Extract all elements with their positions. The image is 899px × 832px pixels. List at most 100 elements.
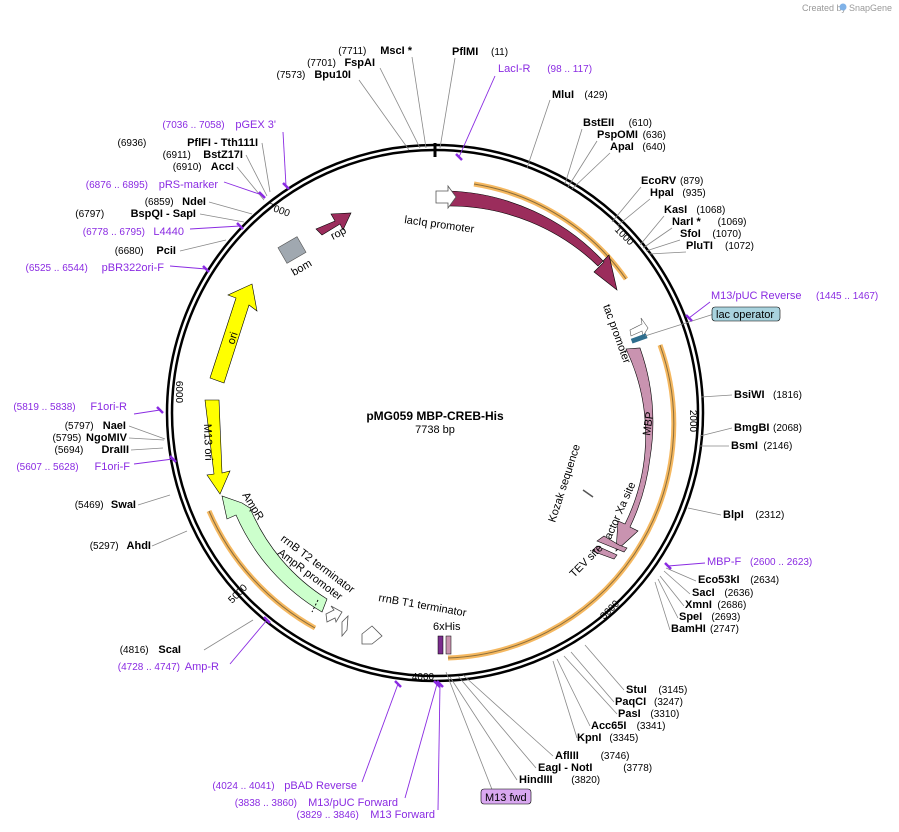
site-position: (11)	[491, 47, 508, 58]
plasmid-name: pMG059 MBP-CREB-His	[366, 409, 504, 423]
site-position: (2634)	[750, 575, 779, 586]
restriction-site[interactable]: FspAI(7701)	[307, 57, 421, 149]
site-name: AhdI	[127, 540, 151, 552]
restriction-site[interactable]: SwaI(5469)	[75, 494, 171, 511]
restriction-site[interactable]: SacI(2636)	[663, 570, 753, 599]
primer-mark	[433, 680, 441, 688]
primer-leader-line	[133, 409, 161, 415]
restriction-site[interactable]: ScaI(4816)	[120, 619, 254, 656]
restriction-site[interactable]: Bpu10I(7573)	[276, 69, 410, 151]
site-name: PflMI	[452, 46, 478, 58]
primer-site[interactable]: M13/pUC Forward(3838 .. 3860)	[235, 680, 441, 809]
restriction-site[interactable]: BmgBI(2068)	[699, 422, 802, 437]
primer-position: (98 .. 117)	[547, 64, 592, 75]
site-position: (6680)	[115, 246, 144, 257]
restriction-site[interactable]: KpnI(3345)	[552, 660, 638, 744]
tick-label: 1000	[612, 224, 636, 248]
restriction-site[interactable]: PaqCI(3247)	[570, 651, 683, 708]
restriction-site[interactable]: HindIII(3820)	[449, 676, 600, 786]
site-leader-line	[571, 152, 611, 190]
site-name: PluTI	[686, 240, 713, 252]
restriction-site[interactable]: BstEII(610)	[564, 117, 652, 185]
restriction-site[interactable]: BspQI - SapI(6797)	[75, 208, 245, 223]
primer-site[interactable]: LacI-R (98 .. 117)	[455, 63, 592, 161]
site-position: (3820)	[571, 775, 600, 786]
primer-name: L4440	[153, 226, 184, 238]
restriction-site[interactable]: PflMI (11)	[439, 46, 508, 149]
site-name: BsmI	[731, 440, 758, 452]
restriction-site[interactable]: BsmI(2146)	[699, 440, 792, 452]
laci-feature[interactable]	[448, 190, 618, 291]
rop-feature[interactable]	[315, 212, 352, 236]
bom-feature[interactable]	[277, 236, 307, 264]
site-name: HpaI	[650, 187, 674, 199]
ori-feature[interactable]	[209, 283, 258, 384]
site-leader-line	[379, 67, 421, 149]
restriction-site[interactable]: AhdI (5297)	[90, 530, 188, 552]
restriction-site[interactable]: SfoI(1070)	[645, 228, 741, 252]
his-tag-feature[interactable]	[437, 635, 444, 655]
primer-name: LacI-R	[498, 63, 530, 75]
tac-promoter-arrow	[629, 317, 649, 337]
site-name: BmgBI	[734, 422, 769, 434]
m13-fwd-box[interactable]	[480, 788, 532, 805]
created-by-text: Created by	[802, 3, 847, 13]
restriction-site[interactable]: StuI(3145)	[584, 644, 687, 696]
primer-site[interactable]: F1ori-F(5607 .. 5628)	[16, 455, 177, 473]
primer-position: (3829 .. 3846)	[297, 810, 359, 821]
m13-ori-feature[interactable]	[204, 399, 231, 495]
primer-site[interactable]: M13/pUC Reverse(1445 .. 1467)	[685, 290, 878, 322]
restriction-site[interactable]: NgoMIV(5795)	[52, 432, 165, 444]
site-position: (1070)	[712, 229, 741, 240]
restriction-site[interactable]: DraIII(5694)	[54, 444, 164, 456]
primer-site[interactable]: pBAD Reverse(4024 .. 4041)	[212, 680, 402, 792]
site-position: (3778)	[623, 763, 652, 774]
primer-site[interactable]: pRS-marker(6876 .. 6895)	[86, 179, 266, 199]
site-position: (5297)	[90, 541, 119, 552]
restriction-site[interactable]: BstZ17I(6911)	[163, 149, 268, 197]
primer-name: Amp-R	[185, 661, 219, 673]
primer-site[interactable]: F1ori-R(5819 .. 5838)	[13, 401, 164, 415]
restriction-site[interactable]: BlpI(2312)	[687, 507, 784, 521]
restriction-site[interactable]: NarI *(1069)	[642, 216, 747, 249]
restriction-site[interactable]: MscI *(7711)	[338, 45, 427, 149]
primer-name: F1ori-F	[95, 461, 131, 473]
restriction-site[interactable]: NdeI(6859)	[145, 196, 253, 215]
primer-leader-line	[169, 265, 207, 270]
primer-leader-line	[223, 181, 263, 196]
site-position: (4816)	[120, 645, 149, 656]
restriction-site[interactable]: PflFI - Tth111I(6936)	[117, 137, 271, 193]
restriction-site[interactable]: AflIII(3746)	[462, 674, 630, 762]
site-name: DraIII	[101, 444, 129, 456]
restriction-site[interactable]: NaeI(5797)	[65, 420, 166, 440]
restriction-site[interactable]: EagI - NotI(3778)	[457, 675, 652, 774]
primer-site[interactable]: M13 Forward(3829 .. 3846)	[297, 680, 444, 821]
primer-site[interactable]: pGEX 3'(7036 .. 7058)	[162, 119, 290, 190]
site-name: SwaI	[111, 499, 136, 511]
site-leader-line	[439, 57, 456, 149]
restriction-site[interactable]: KasI(1068)	[639, 204, 725, 246]
lac-operator-box[interactable]	[711, 306, 781, 322]
restriction-site[interactable]: XmnI(2686)	[659, 575, 746, 611]
restriction-site[interactable]: Acc65I(3341)	[556, 658, 666, 732]
restriction-site[interactable]: PciI(6680)	[115, 239, 227, 257]
restriction-site[interactable]: PspOMI(636)	[567, 129, 666, 188]
restriction-site[interactable]: PasI(3310)	[563, 655, 679, 720]
ampr-feature[interactable]	[221, 495, 328, 613]
mbp-feature[interactable]	[615, 347, 654, 552]
primer-site[interactable]: Amp-R (4728 .. 4747)	[118, 616, 271, 673]
restriction-site[interactable]: Eco53kI(2634)	[665, 567, 779, 586]
restriction-site[interactable]: MluI(429)	[526, 89, 608, 169]
restriction-site[interactable]: ApaI(640)	[571, 141, 666, 190]
site-leader-line	[199, 213, 245, 223]
restriction-site[interactable]: PluTI(1072)	[648, 240, 754, 255]
primer-site[interactable]: L4440(6778 .. 6795)	[83, 222, 244, 238]
primer-position: (4728 .. 4747)	[118, 662, 180, 673]
restriction-site[interactable]: BsiWI(1816)	[700, 389, 802, 401]
restriction-site[interactable]: HpaI(935)	[616, 187, 706, 227]
primer-site[interactable]: pBR322ori-F(6525 .. 6544)	[26, 262, 210, 274]
primer-site[interactable]: MBP-F(2600 .. 2623)	[664, 556, 812, 570]
restriction-site[interactable]: EcoRV(879)	[611, 175, 703, 223]
restriction-site[interactable]: SpeI(2693)	[657, 578, 740, 623]
restriction-site[interactable]: BamHI(2747)	[654, 581, 739, 635]
